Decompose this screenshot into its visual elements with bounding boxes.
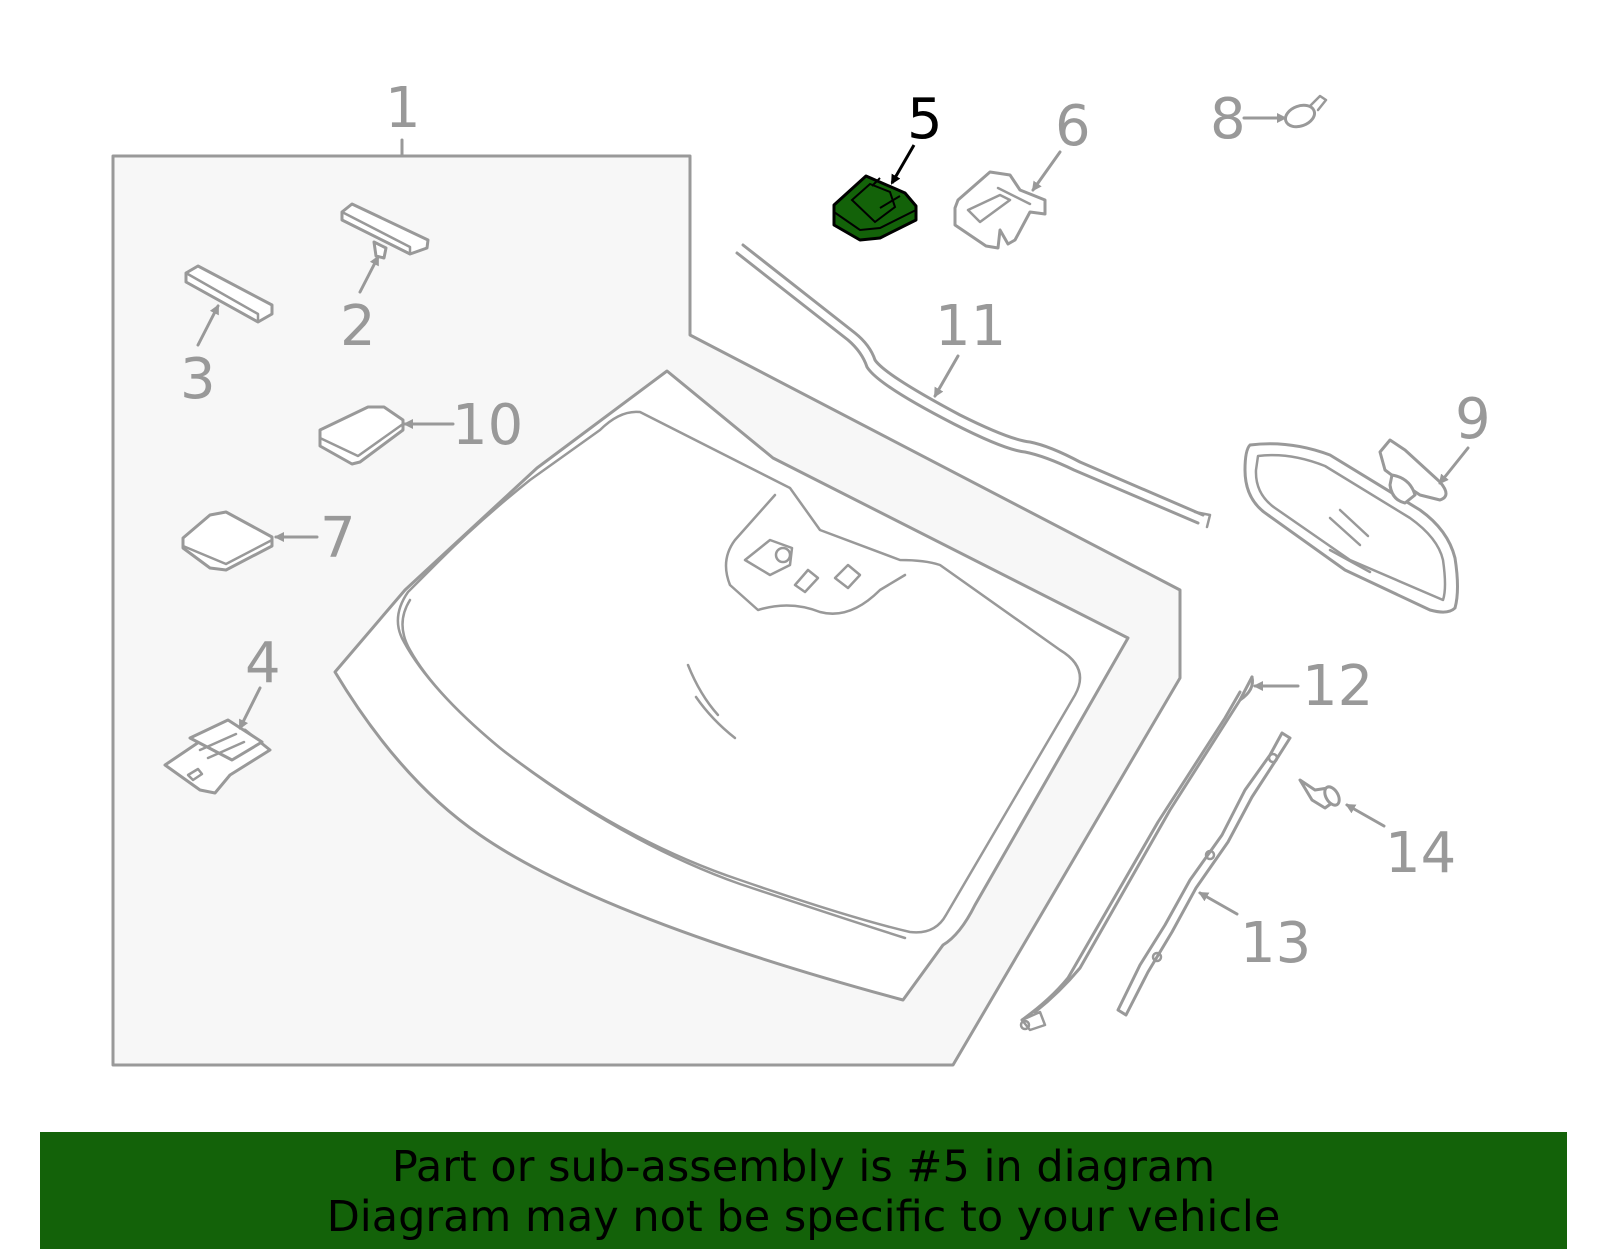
callout-4: 4 — [245, 631, 281, 696]
part-8-clip — [1283, 94, 1328, 129]
info-banner: Part or sub-assembly is #5 in diagram Di… — [40, 1132, 1567, 1249]
callout-9: 9 — [1455, 387, 1491, 452]
callout-3: 3 — [180, 347, 216, 412]
part-5-highlighted — [832, 174, 918, 242]
part-14-clip — [1298, 778, 1341, 810]
callout-1: 1 — [385, 76, 421, 141]
banner-line-1: Part or sub-assembly is #5 in diagram — [391, 1142, 1216, 1192]
part-12-pillar-molding — [1019, 675, 1254, 1032]
part-2-bracket — [340, 202, 430, 260]
callout-10: 10 — [452, 393, 523, 458]
callout-13: 13 — [1240, 911, 1311, 976]
callout-6: 6 — [1055, 94, 1091, 159]
part-11-upper-molding — [735, 243, 1212, 529]
callout-8: 8 — [1210, 87, 1246, 152]
part-10-cover — [318, 405, 405, 466]
windshield-glass — [333, 369, 1130, 1002]
part-9-mirror — [1243, 438, 1459, 614]
part-4-mount — [163, 718, 272, 795]
callout-5: 5 — [907, 87, 943, 152]
callout-12: 12 — [1302, 654, 1373, 719]
callout-14: 14 — [1385, 821, 1456, 886]
callout-2: 2 — [340, 294, 376, 359]
part-7-pad — [181, 510, 274, 572]
callout-11: 11 — [935, 294, 1006, 359]
part-3-pad — [184, 264, 274, 324]
callout-7: 7 — [320, 506, 356, 571]
callout-leaders — [196, 113, 1470, 916]
part-6-bracket — [953, 170, 1047, 250]
banner-line-2: Diagram may not be specific to your vehi… — [326, 1192, 1281, 1242]
part-13-side-trim — [1116, 731, 1292, 1017]
